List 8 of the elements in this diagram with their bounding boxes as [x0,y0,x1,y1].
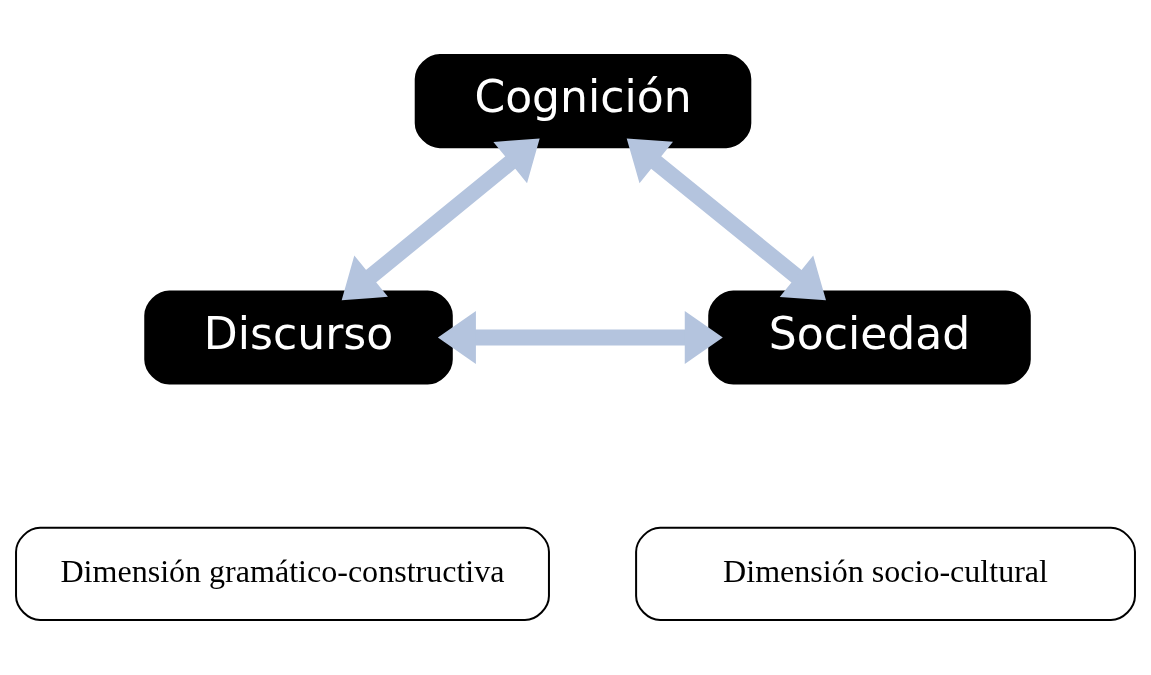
node-box: Sociedad [708,290,1031,385]
node-box: Cognición [414,54,752,149]
arrow [626,138,826,301]
node-box: Dimensión socio-cultural [635,526,1136,621]
node-box: Dimensión gramático-constructiva [15,526,550,621]
node-box: Discurso [144,290,453,385]
arrow [341,138,540,301]
arrow [437,310,723,365]
